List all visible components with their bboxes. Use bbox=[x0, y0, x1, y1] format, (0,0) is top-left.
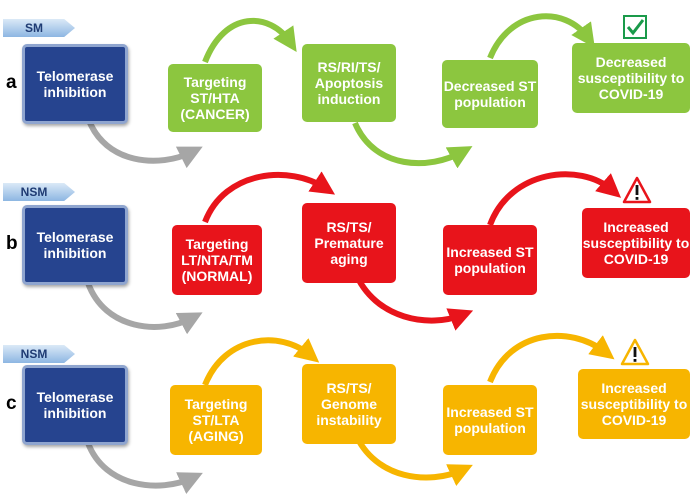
telomerase-inhibition-box-b: Telomerase inhibition bbox=[22, 205, 128, 285]
arrow-a-step1-to-step2 bbox=[202, 17, 297, 64]
arrow-c-start-to-step1 bbox=[85, 441, 203, 494]
arrow-b-start-to-step1 bbox=[85, 281, 203, 335]
st-population-box-b: Increased ST population bbox=[443, 225, 537, 295]
targeting-box-b: Targeting LT/NTA/TM (NORMAL) bbox=[172, 225, 262, 295]
tag-nsm-b: NSM bbox=[3, 183, 75, 201]
arrow-b-step1-to-step2 bbox=[202, 171, 336, 224]
targeting-box-c: Targeting ST/LTA (AGING) bbox=[170, 385, 262, 455]
mechanism-box-a: RS/RI/TS/ Apoptosis induction bbox=[302, 44, 396, 122]
row-label-b: b bbox=[6, 233, 18, 254]
check-icon bbox=[623, 15, 647, 39]
arrow-c-step1-to-step2 bbox=[202, 337, 320, 387]
warning-icon bbox=[622, 176, 652, 204]
targeting-box-a: Targeting ST/HTA (CANCER) bbox=[168, 64, 262, 132]
tag-sm: SM bbox=[3, 19, 75, 37]
telomerase-inhibition-box-a: Telomerase inhibition bbox=[22, 44, 128, 124]
arrow-a-step3-to-outcome bbox=[487, 13, 595, 60]
outcome-box-c: Increased susceptibility to COVID-19 bbox=[578, 369, 690, 439]
arrow-a-step2-to-step3 bbox=[352, 121, 473, 169]
outcome-box-b: Increased susceptibility to COVID-19 bbox=[582, 208, 690, 278]
arrow-b-step3-to-outcome bbox=[487, 171, 622, 227]
row-label-c: c bbox=[6, 393, 17, 414]
tag-nsm-c: NSM bbox=[3, 345, 75, 363]
warning-icon bbox=[620, 338, 650, 366]
row-label-a: a bbox=[6, 72, 17, 93]
st-population-box-c: Increased ST population bbox=[443, 385, 537, 455]
telomerase-inhibition-box-c: Telomerase inhibition bbox=[22, 365, 128, 445]
mechanism-box-c: RS/TS/ Genome instability bbox=[302, 364, 396, 444]
arrow-c-step3-to-outcome bbox=[487, 332, 615, 384]
outcome-box-a: Decreased susceptibility to COVID-19 bbox=[572, 43, 690, 113]
mechanism-box-b: RS/TS/ Premature aging bbox=[302, 203, 396, 283]
arrow-c-step2-to-step3 bbox=[352, 431, 473, 486]
arrow-b-step2-to-step3 bbox=[352, 270, 474, 331]
arrow-a-start-to-step1 bbox=[85, 116, 203, 169]
st-population-box-a: Decreased ST population bbox=[442, 60, 538, 128]
